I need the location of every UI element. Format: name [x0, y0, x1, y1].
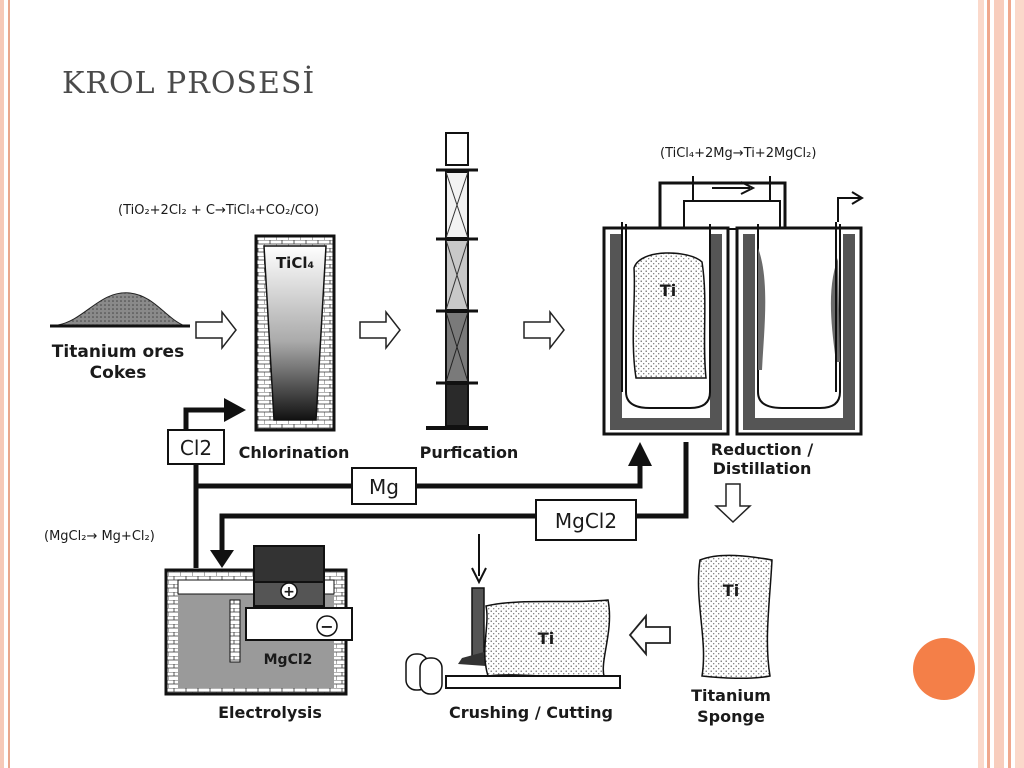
right-frame-stripe — [1015, 0, 1024, 768]
down-arrow-icon — [714, 483, 752, 524]
chlorination-label: Chlorination — [239, 443, 350, 462]
titanium-sponge — [697, 554, 773, 680]
left-arrow-icon — [628, 613, 671, 657]
ti-label: Ti — [660, 281, 676, 300]
flow-arrow-icon — [523, 309, 565, 351]
left-frame-decoration — [0, 0, 12, 768]
reduction-equation: (TiCl₄+2Mg→Ti+2MgCl₂) — [660, 146, 816, 161]
distillation-label: Distillation — [713, 459, 812, 478]
right-frame-line — [987, 0, 990, 768]
left-frame-stripe — [0, 0, 4, 768]
slide-title: KROL PROSESİ — [62, 66, 316, 101]
anode-plus-icon: + — [283, 584, 295, 600]
flow-arrow-icon — [195, 309, 237, 351]
right-frame-stripe — [978, 0, 984, 768]
left-frame-line — [8, 0, 10, 768]
ore-pile — [50, 292, 190, 328]
crushing-machine — [405, 534, 621, 695]
purification-label: Purfication — [420, 443, 519, 462]
cl2-label: Cl2 — [180, 436, 212, 460]
electrolysis-label: Electrolysis — [218, 703, 322, 722]
mgcl2-box — [535, 499, 637, 541]
purification-column — [426, 132, 488, 430]
mg-label: Mg — [369, 475, 399, 499]
electrolysis-equation: (MgCl₂→ Mg+Cl₂) — [44, 529, 155, 544]
mg-box — [351, 467, 417, 505]
chlorination-equation: (TiO₂+2Cl₂ + C→TiCl₄+CO₂/CO) — [118, 203, 319, 218]
crushing-label: Crushing / Cutting — [449, 703, 613, 722]
reduction-vessels — [602, 176, 864, 436]
ti-label: Ti — [723, 581, 739, 600]
cl2-box — [167, 429, 225, 465]
electrolysis-cell — [164, 545, 353, 696]
right-frame-stripe — [994, 0, 1004, 768]
cathode-minus-icon: − — [320, 617, 333, 636]
sponge-label: Sponge — [697, 707, 765, 726]
mgcl2-cell-label: MgCl2 — [264, 652, 313, 668]
raw-material-label: Titanium ores — [52, 342, 184, 362]
sponge-label: Titanium — [691, 686, 771, 705]
ticl4-label: TiCl₄ — [276, 254, 314, 272]
accent-circle — [913, 638, 975, 700]
flow-lines — [183, 398, 689, 568]
right-frame-decoration — [978, 0, 1024, 768]
right-frame-line — [1008, 0, 1011, 768]
mgcl2-label: MgCl2 — [555, 509, 617, 533]
raw-material-label: Cokes — [90, 363, 147, 383]
reduction-label: Reduction / — [711, 440, 814, 459]
ti-label: Ti — [538, 629, 554, 648]
flow-arrow-icon — [359, 309, 401, 351]
chlorination-reactor — [254, 234, 336, 432]
